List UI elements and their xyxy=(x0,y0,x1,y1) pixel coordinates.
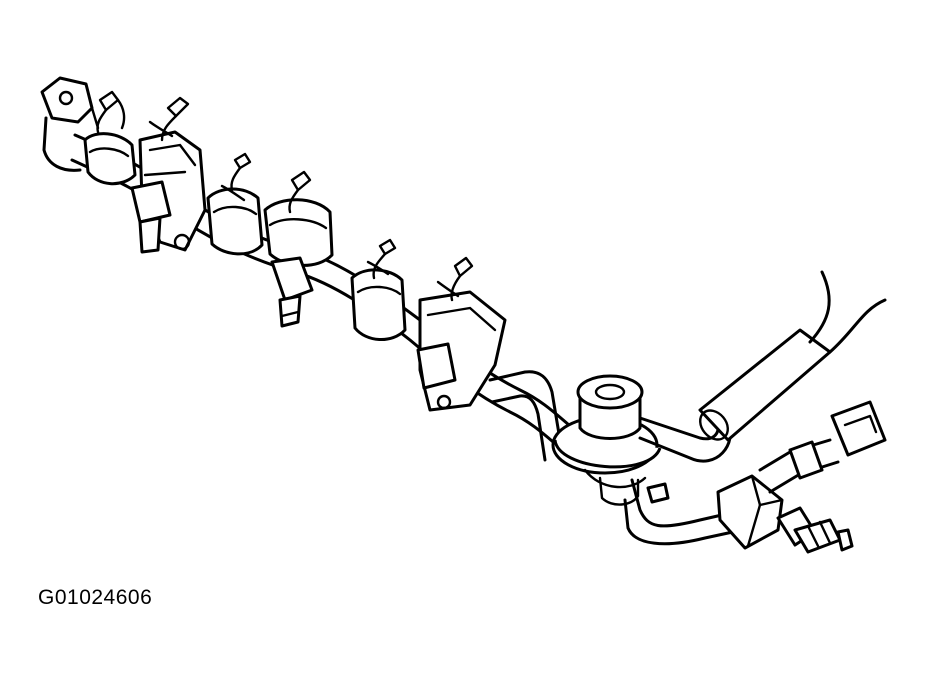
fuel-injector-3 xyxy=(206,152,264,256)
fuel-injector-1 xyxy=(83,90,137,186)
feed-line-upper xyxy=(758,400,887,494)
inlet-connector xyxy=(776,506,854,554)
inlet-fitting-nut xyxy=(716,474,784,550)
fuel-injector-4 xyxy=(263,170,334,328)
fuel-inlet-pipe xyxy=(623,478,744,546)
fuel-injector-6 xyxy=(416,256,507,412)
left-mounting-bracket xyxy=(40,76,100,172)
figure-id-label: G01024606 xyxy=(38,586,153,609)
fuel-return-line xyxy=(488,370,562,462)
vacuum-hose xyxy=(638,270,887,463)
fuel-injector-2 xyxy=(130,96,207,254)
fuel-pressure-regulator xyxy=(551,374,662,506)
fuel-injector-5 xyxy=(350,238,407,341)
